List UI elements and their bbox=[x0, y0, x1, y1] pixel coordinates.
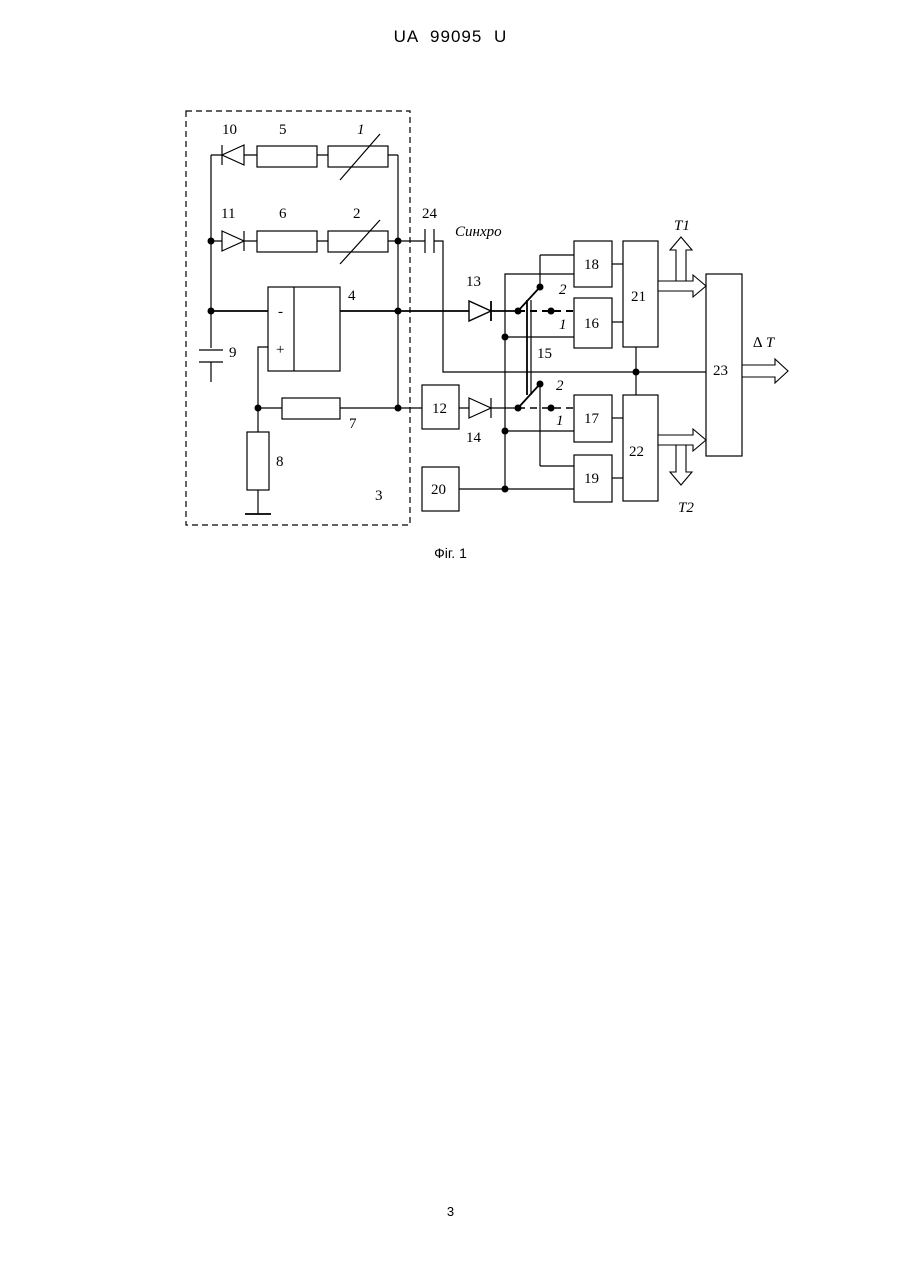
label-13: 13 bbox=[466, 274, 481, 290]
label-7: 7 bbox=[349, 416, 357, 432]
label-11: 11 bbox=[221, 206, 235, 222]
label-minus: - bbox=[278, 304, 283, 320]
label-sync: Синхро bbox=[455, 224, 502, 240]
diode-14 bbox=[469, 398, 491, 418]
page-number: 3 bbox=[0, 1204, 901, 1219]
label-24: 24 bbox=[422, 206, 438, 222]
label-17: 17 bbox=[584, 411, 600, 427]
label-15: 15 bbox=[537, 346, 552, 362]
label-21: 21 bbox=[631, 289, 646, 305]
output-arrow-t1 bbox=[670, 237, 692, 281]
label-4: 4 bbox=[348, 288, 356, 304]
label-switch-bottom-2: 2 bbox=[556, 378, 564, 394]
output-arrow-t2 bbox=[670, 445, 692, 485]
switch-15-bottom bbox=[518, 384, 574, 466]
label-3: 3 bbox=[375, 488, 383, 504]
label-t1: T1 bbox=[674, 218, 690, 234]
resistor-5 bbox=[257, 146, 317, 167]
diode-10 bbox=[222, 145, 244, 165]
label-delta-t: ∆ T bbox=[753, 335, 776, 351]
label-plus: + bbox=[276, 342, 284, 358]
label-14: 14 bbox=[466, 430, 482, 446]
diode-11 bbox=[222, 231, 244, 251]
source-4 bbox=[268, 287, 340, 371]
label-1: 1 bbox=[357, 122, 365, 138]
label-23: 23 bbox=[713, 363, 728, 379]
thermistor-2 bbox=[328, 220, 388, 264]
diode-13 bbox=[469, 301, 491, 321]
figure-caption: Фіг. 1 bbox=[0, 545, 901, 561]
resistor-7 bbox=[282, 398, 340, 419]
label-12: 12 bbox=[432, 401, 447, 417]
label-16: 16 bbox=[584, 316, 600, 332]
label-switch-bottom-1: 1 bbox=[556, 413, 564, 429]
label-2: 2 bbox=[353, 206, 361, 222]
label-t2: T2 bbox=[678, 500, 694, 516]
label-20: 20 bbox=[431, 482, 446, 498]
label-5: 5 bbox=[279, 122, 287, 138]
label-10: 10 bbox=[222, 122, 237, 138]
label-19: 19 bbox=[584, 471, 599, 487]
capacitor-24 bbox=[425, 229, 434, 253]
label-switch-top-1: 1 bbox=[559, 317, 567, 333]
label-switch-top-2: 2 bbox=[559, 282, 567, 298]
label-18: 18 bbox=[584, 257, 599, 273]
label-9: 9 bbox=[229, 345, 237, 361]
thermistor-1 bbox=[328, 134, 388, 180]
source-4-pos-wire bbox=[258, 347, 268, 408]
output-arrow-dt bbox=[742, 359, 788, 383]
label-8: 8 bbox=[276, 454, 284, 470]
label-6: 6 bbox=[279, 206, 287, 222]
resistor-6 bbox=[257, 231, 317, 252]
capacitor-9 bbox=[199, 350, 223, 382]
label-22: 22 bbox=[629, 444, 644, 460]
resistor-8 bbox=[247, 432, 269, 490]
